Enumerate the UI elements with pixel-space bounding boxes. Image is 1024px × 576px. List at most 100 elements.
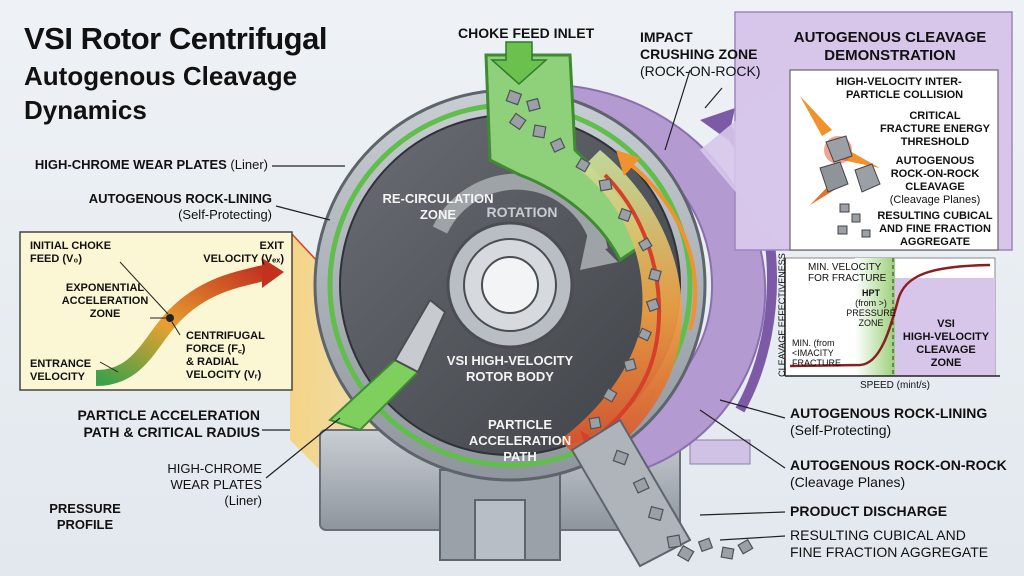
inset-exponential-3: ZONE: [89, 308, 121, 320]
demo-critical-3: THRESHOLD: [900, 136, 970, 148]
demo-cleavage-2: ROCK-ON-ROCK: [890, 168, 980, 180]
rotation-arrow: [432, 173, 608, 252]
product-discharge-label: PRODUCT DISCHARGE: [790, 503, 948, 519]
demo-collision-graphic: [800, 96, 881, 238]
wear-plates-top-main: HIGH-CHROME WEAR PLATES: [34, 157, 227, 172]
graph-hpt-3: PRESSURE: [846, 308, 896, 318]
wear-plates-top-note: (Liner): [230, 157, 268, 172]
acceleration-path-band: [560, 150, 682, 470]
rock-lining-left-note: (Self-Protecting): [178, 207, 272, 222]
rotor-vane: [393, 298, 447, 374]
demo-panel-callout: [700, 80, 785, 250]
demo-critical-2: FRACTURE ENERGY: [880, 123, 991, 135]
accel-path-1: PARTICLE: [487, 417, 553, 432]
title-line-3: Dynamics: [24, 95, 147, 125]
inset-centrifugal-2: FORCE (F꜀): [186, 343, 246, 355]
acceleration-curve-arrowhead: [262, 258, 284, 288]
inset-exponential-2: ACCELERATION: [61, 295, 149, 307]
rock-on-rock-note: (Cleavage Planes): [790, 474, 906, 490]
demo-result-1: RESULTING CUBICAL: [877, 210, 993, 222]
impact-zone-2: CRUSHING ZONE: [640, 46, 758, 62]
wear-plates-bottom-3: (Liner): [224, 493, 262, 508]
graph-xlabel: SPEED (mint/s): [859, 380, 930, 391]
graph-vsi-zone-2: HIGH-VELOCITY: [902, 331, 990, 343]
rock-particles: [505, 89, 754, 563]
title-line-2: Autogenous Cleavage: [24, 61, 298, 91]
feed-inlet-arrow: [490, 41, 548, 86]
inset-centrifugal-1: CENTRIFUGAL: [186, 330, 265, 342]
rotor-body-1: VSI HIGH-VELOCITY: [446, 353, 574, 368]
graph-min-from-3: FRACTURE: [792, 358, 841, 368]
demo-cleavage-3: CLEAVAGE: [905, 181, 965, 193]
discharge-chute: [570, 418, 692, 568]
inset-initial-2: FEED (V₀): [30, 253, 83, 265]
wear-plates-top-label: HIGH-CHROME WEAR PLATES (Liner): [10, 157, 268, 173]
graph-vsi-zone-4: ZONE: [930, 357, 962, 369]
rock-lining-right-main: AUTOGENOUS ROCK-LINING: [790, 405, 988, 421]
rock-on-rock-main: AUTOGENOUS ROCK-ON-ROCK: [790, 457, 1007, 473]
graph-min-from-2: <IMACITY: [792, 348, 834, 358]
demo-collision-2: PARTICLE COLLISION: [846, 89, 964, 101]
demo-inner-box: [789, 69, 999, 251]
leader-lines: [262, 69, 786, 541]
particle-accel-title-1: PARTICLE ACCELERATION: [77, 407, 260, 423]
acceleration-path-arrow: [590, 173, 662, 442]
rock-lining-left-main: AUTOGENOUS ROCK-LINING: [88, 191, 272, 206]
wear-plates-bottom-1: HIGH-CHROME: [167, 461, 262, 476]
graph-min-velocity-2: FOR FRACTURE: [808, 273, 887, 284]
rock-lining-right-note: (Self-Protecting): [790, 422, 892, 438]
choke-feed-inlet-label: CHOKE FEED INLET: [458, 25, 595, 41]
graph-vsi-zone-1: VSI: [937, 318, 955, 330]
inset-entrance-1: ENTRANCE: [30, 358, 92, 370]
vsi-zone-fill: [895, 278, 995, 376]
acceleration-inset-box: [19, 231, 293, 391]
pressure-profile-2: PROFILE: [56, 517, 114, 532]
particle-accel-title-2: PATH & CRITICAL RADIUS: [83, 424, 260, 440]
drive-shaft: [474, 499, 526, 561]
graph-hpt-4: ZONE: [858, 318, 884, 328]
secondary-flow-arrowhead: [616, 150, 640, 176]
demo-header-2: DEMONSTRATION: [824, 47, 956, 64]
demo-critical-1: CRITICAL: [909, 110, 961, 122]
recirculation-1: RE-CIRCULATION: [382, 191, 494, 206]
wear-plates-bottom-2: WEAR PLATES: [170, 477, 262, 492]
inset-leaders: [99, 261, 181, 373]
rotor-body-2: ROTOR BODY: [466, 369, 554, 384]
graph-min-from-1: MIN. (from: [792, 338, 835, 348]
inset-entrance-2: VELOCITY: [30, 371, 86, 383]
graph-hpt-1: HPT: [862, 288, 880, 298]
inset-exponential-1: EXPONENTIAL: [65, 282, 145, 294]
inset-centrifugal-3: & RADIAL: [186, 356, 239, 368]
demo-cleavage-4: (Cleavage Planes): [889, 194, 981, 206]
recirculation-2: ZONE: [419, 207, 457, 222]
demo-collision-1: HIGH-VELOCITY INTER-: [836, 76, 962, 88]
demo-result-3: AGGREGATE: [899, 236, 971, 248]
impact-zone-3: (ROCK-ON-ROCK): [640, 63, 761, 79]
pressure-profile-1: PRESSURE: [49, 501, 121, 516]
graph-min-velocity-1: MIN. VELOCITY: [808, 262, 882, 273]
inset-exit-2: VELOCITY (Vₑₓ): [203, 253, 284, 265]
title-line-1: VSI Rotor Centrifugal: [24, 21, 327, 56]
demo-header-1: AUTOGENOUS CLEAVAGE: [793, 29, 987, 46]
resulting-1: RESULTING CUBICAL AND: [790, 527, 966, 543]
inset-centrifugal-4: VELOCITY (Vᵣ): [186, 369, 262, 381]
secondary-flow-arrow: [623, 158, 698, 331]
rotation-label: ROTATION: [486, 204, 558, 220]
resulting-2: FINE FRACTION AGGREGATE: [790, 544, 989, 560]
effectiveness-curve: [789, 263, 991, 368]
purple-bracket: [689, 439, 751, 465]
inset-exit-1: EXIT: [259, 240, 284, 252]
inset-initial-1: INITIAL CHOKE: [30, 240, 112, 252]
impact-zone-1: IMPACT: [640, 29, 693, 45]
acceleration-curve: [95, 264, 270, 386]
demo-result-2: AND FINE FRACTION: [879, 223, 991, 235]
rotation-arrowhead: [580, 232, 618, 270]
rotor-hub-bore: [481, 256, 539, 314]
demo-cleavage-1: AUTOGENOUS: [895, 155, 975, 167]
accel-path-3: PATH: [503, 449, 537, 464]
accel-path-2: ACCELERATION: [468, 433, 572, 448]
graph-hpt-2: (from >): [855, 298, 887, 308]
graph-ylabel: CLEAVAGE EFFECTIVENESS: [776, 253, 787, 377]
